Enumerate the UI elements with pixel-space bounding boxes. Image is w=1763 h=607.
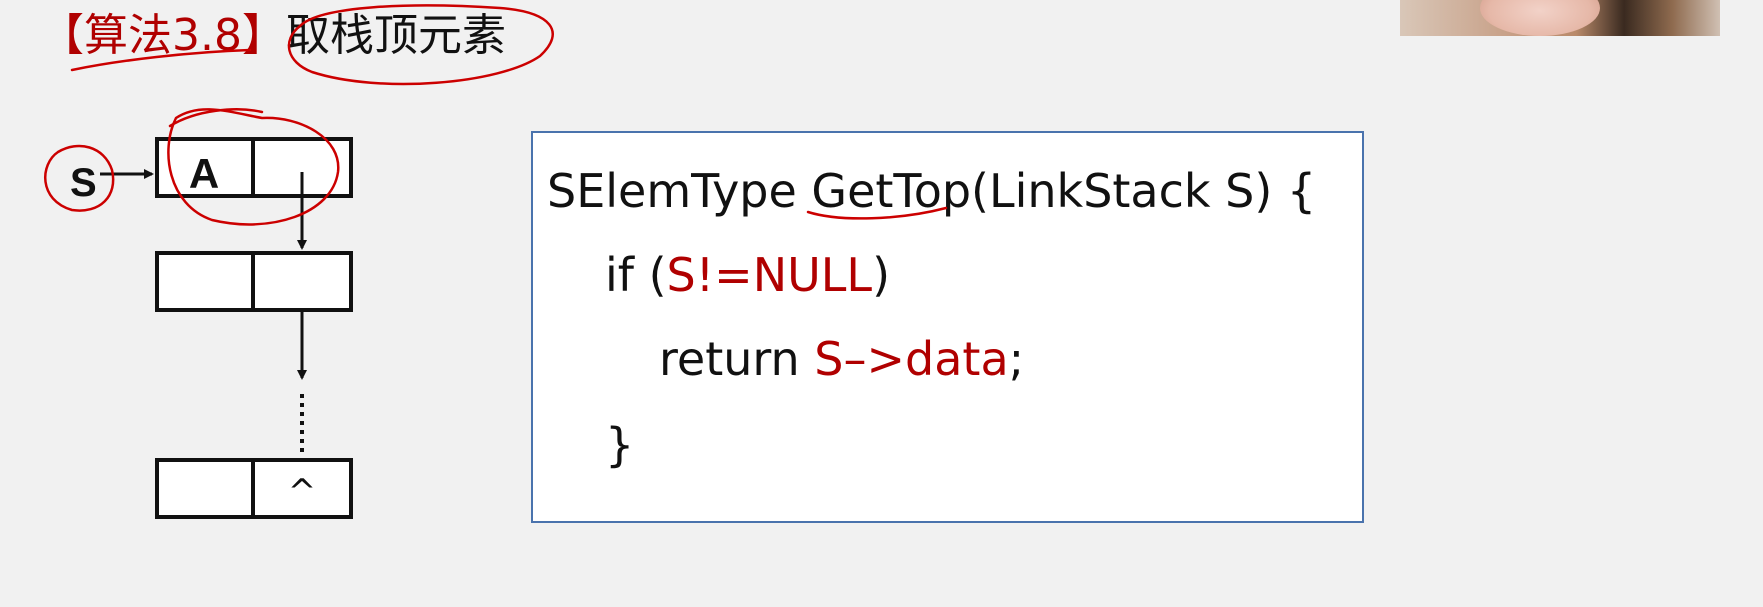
node-circle-annotation bbox=[167, 108, 340, 226]
code-line-signature: SElemType GetTop(LinkStack S) { bbox=[547, 164, 1317, 218]
title-circle-annotation bbox=[287, 4, 554, 86]
code-return-keyword: return bbox=[659, 332, 815, 386]
pointer-circle-annotation bbox=[44, 144, 115, 212]
code-return-expression: S–>data bbox=[814, 332, 1009, 386]
stack-node-bottom: ^ bbox=[155, 458, 353, 519]
webcam-feed bbox=[1400, 0, 1720, 36]
algorithm-number: 【算法3.8】 bbox=[40, 10, 286, 61]
code-if-close: ) bbox=[872, 248, 891, 302]
stack-node-second bbox=[155, 251, 353, 312]
code-panel: SElemType GetTop(LinkStack S) { if (S!=N… bbox=[531, 131, 1364, 523]
code-null-check: S!=NULL bbox=[666, 248, 873, 302]
pointer-label: S bbox=[70, 161, 97, 205]
code-line-return: return S–>data; bbox=[659, 331, 1024, 387]
algorithm-name: 取栈顶元素 bbox=[285, 10, 506, 61]
code-if-keyword: if ( bbox=[605, 248, 667, 302]
node-squiggle-annotation bbox=[168, 108, 264, 128]
title-underline-annotation bbox=[70, 48, 252, 72]
code-semicolon: ; bbox=[1008, 332, 1025, 386]
code-line-close-brace: } bbox=[605, 418, 635, 472]
null-pointer-symbol: ^ bbox=[288, 472, 317, 512]
gettop-underline-annotation bbox=[806, 206, 948, 220]
node-data-label: A bbox=[189, 150, 219, 197]
slide-title: 【算法3.8】取栈顶元素 bbox=[40, 6, 506, 66]
code-line-if: if (S!=NULL) bbox=[605, 247, 890, 303]
